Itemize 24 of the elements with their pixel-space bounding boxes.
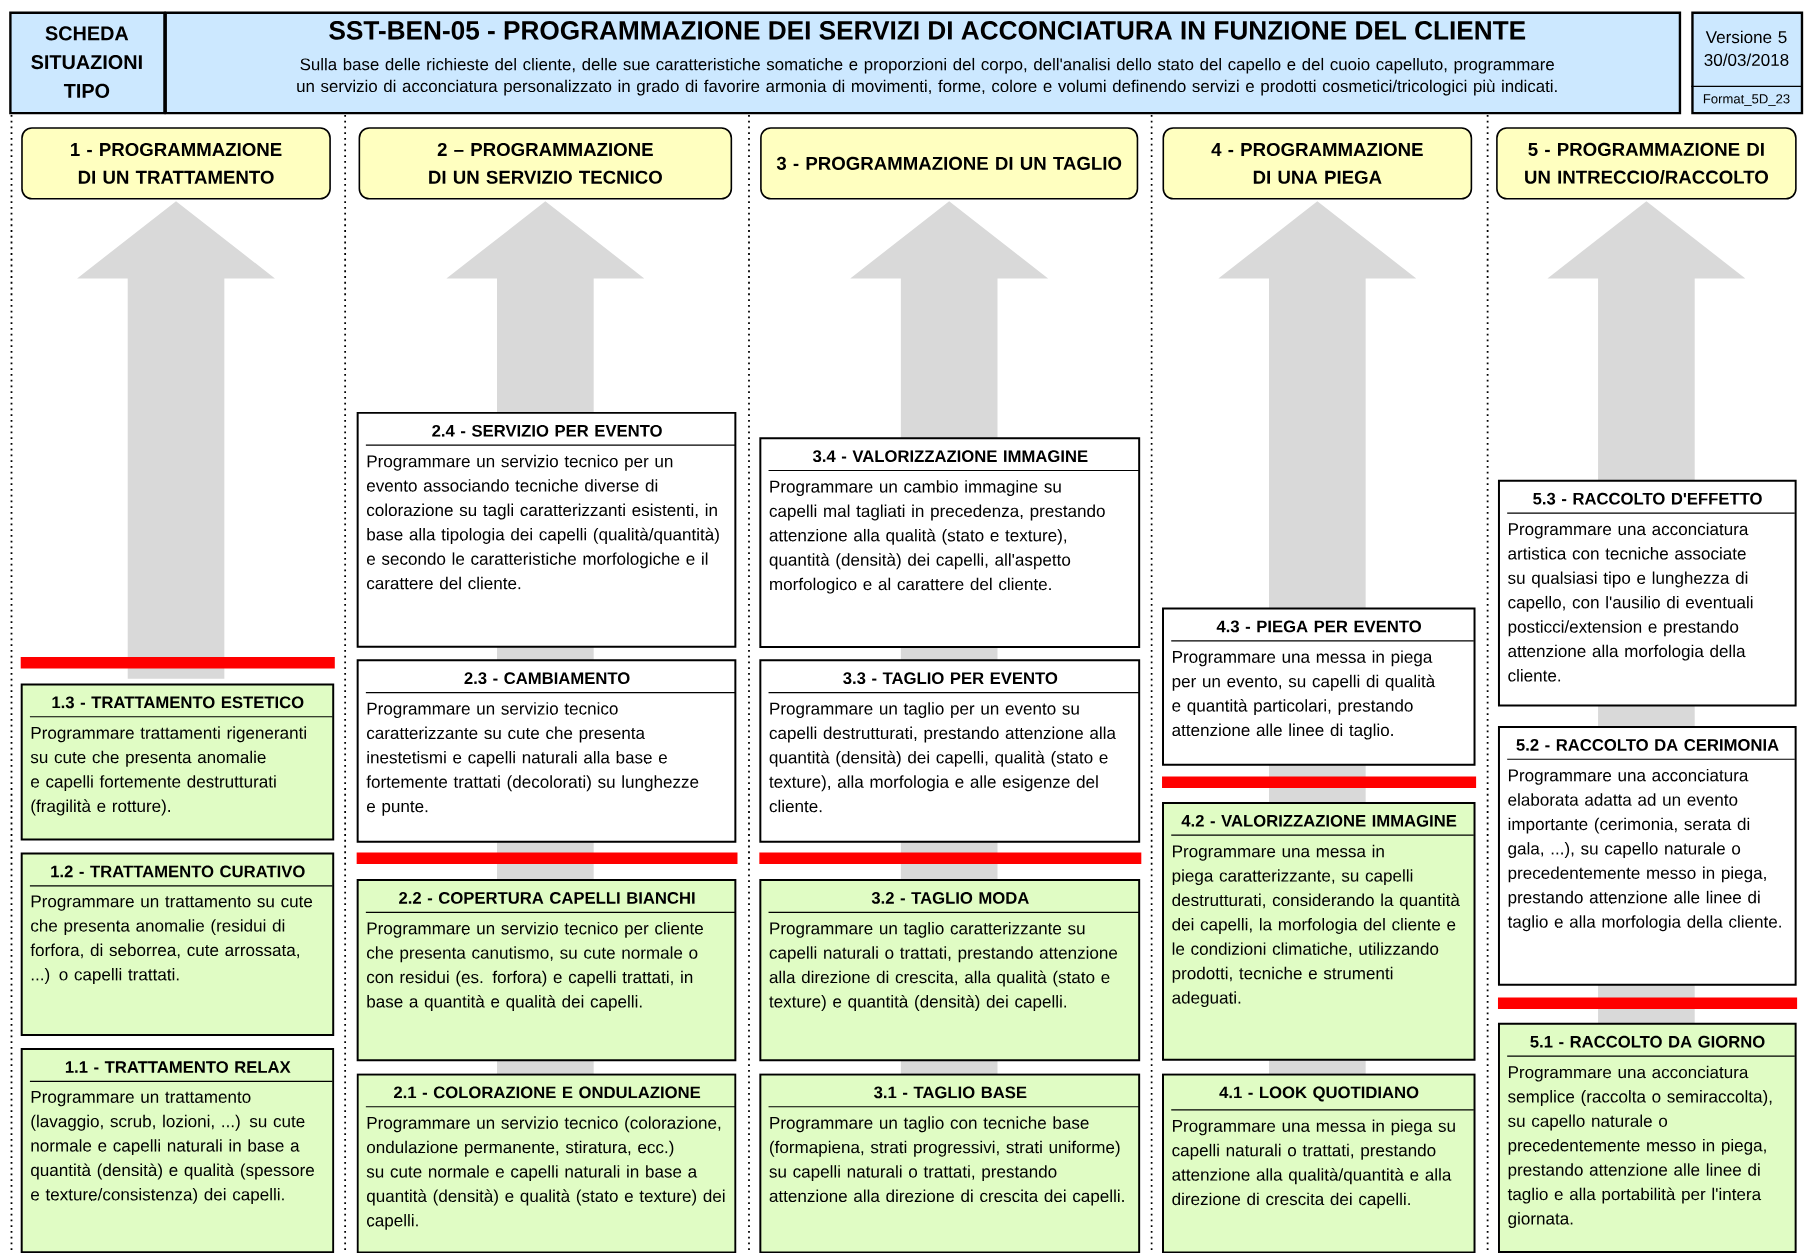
column-header: 1 - PROGRAMMAZIONE DI UN TRATTAMENTO xyxy=(21,127,331,200)
service-card: 1.1 - TRATTAMENTO RELAX Programmare un trattamento (lavaggio, scrub, lozioni, ...) su cute normale e capelli naturali in base a quantità (densità) e qualità (spessore e texture/consistenza) dei capelli. xyxy=(20,1048,335,1253)
column-header: 4 - PROGRAMMAZIONE DI UNA PIEGA xyxy=(1162,127,1473,200)
column-header: 2 – PROGRAMMAZIONE DI UN SERVIZIO TECNICO xyxy=(358,127,733,200)
service-card: 2.2 - COPERTURA CAPELLI BIANCHI Programmare un servizio tecnico per cliente che presenta canutismo, su cute normale o con residui (es. forfora) e capelli trattati, in base a quantità e qualità dei capelli. xyxy=(356,879,737,1062)
service-card: 2.1 - COLORAZIONE E ONDULAZIONE Programmare un servizio tecnico (colorazione, ondulazione permanente, stiratura, ecc.) su cute normale e capelli naturali in base a quantità (densità) e qualità (stato e texture) dei capelli. xyxy=(356,1073,737,1253)
version-box: Versione 5 30/03/2018 Format_5D_23 xyxy=(1690,11,1804,115)
service-card: 2.3 - CAMBIAMENTO Programmare un servizio tecnico caratterizzante su cute che presenta inestetismi e capelli naturali alla base e fortemente trattati (decolorati) su lunghezze e punte. xyxy=(356,659,737,843)
service-card: 3.1 - TAGLIO BASE Programmare un taglio con tecniche base (formapiena, strati progressivi, strati uniforme) su capelli naturali o trattati, prestando attenzione alla direzione di crescita dei capelli. xyxy=(759,1073,1141,1253)
service-card: 3.2 - TAGLIO MODA Programmare un taglio caratterizzante su capelli naturali o trattati, prestando attenzione alla direzione di crescita, alla qualità (stato e texture) e quantità (densità) dei capelli. xyxy=(759,879,1141,1062)
service-card: 3.4 - VALORIZZAZIONE IMMAGINE Programmare un cambio immagine su capelli mal tagliati in precedenza, prestando attenzione alla qualità (stato e texture), quantità (densità) dei capelli, all'aspetto morfologico e al carattere del cliente. xyxy=(759,437,1141,649)
service-card: 5.3 - RACCOLTO D'EFFETTO Programmare una acconciatura artistica con tecniche associate su qualsiasi tipo e lunghezza di capello, con l'ausilio di eventuali posticci/extension e prestando attenzione alla morfologia della cliente. xyxy=(1497,479,1797,707)
service-card: 5.1 - RACCOLTO DA GIORNO Programmare una acconciatura semplice (raccolta o semiraccolta), su capello naturale o precedentemente messo in piega, prestando attenzione alle linee di taglio e alla portabilità per l'intera giornata. xyxy=(1497,1022,1797,1253)
service-card: 1.2 - TRATTAMENTO CURATIVO Programmare un trattamento su cute che presenta anomalie (residui di forfora, di seborrea, cute arrossata, ...) o capelli trattati. xyxy=(20,852,335,1036)
service-card: 1.3 - TRATTAMENTO ESTETICO Programmare trattamenti rigeneranti su cute che presenta anomalie e capelli fortemente destrutturati (fragilità e rotture). xyxy=(20,683,335,841)
service-card: 2.4 - SERVIZIO PER EVENTO Programmare un servizio tecnico per un evento associando tecniche diverse di colorazione su tagli caratterizzanti esistenti, in base alla tipologia dei capelli (qualità/quantità) e secondo le caratteristiche morfologiche e il carattere del cliente. xyxy=(356,411,737,648)
sheet-type-box: SCHEDA SITUAZIONI TIPO xyxy=(9,11,166,115)
service-card: 4.2 - VALORIZZAZIONE IMMAGINE Programmare una messa in piega caratterizzante, su capelli destrutturati, considerando la quantità dei capelli, la morfologia del cliente e le condizioni climatiche, utilizzando prodotti, tecniche e strumenti adeguati. xyxy=(1162,801,1476,1061)
column-header: 3 - PROGRAMMAZIONE DI UN TAGLIO xyxy=(760,127,1139,200)
service-card: 5.2 - RACCOLTO DA CERIMONIA Programmare una acconciatura elaborata adatta ad un evento importante (cerimonia, serata di gala, ...), su capello naturale o precedentemente messo in piega, prestando attenzione alle linee di taglio e alla morfologia della cliente. xyxy=(1497,726,1797,986)
column-header: 5 - PROGRAMMAZIONE DI UN INTRECCIO/RACCOLTO xyxy=(1496,127,1797,200)
service-card: 4.3 - PIEGA PER EVENTO Programmare una messa in piega per un evento, su capelli di qualità e quantità particolari, prestando attenzione alle linee di taglio. xyxy=(1162,607,1476,766)
service-card: 3.3 - TAGLIO PER EVENTO Programmare un taglio per un evento su capelli destrutturati, prestando attenzione alla quantità (densità) dei capelli, qualità (stato e texture), alla morfologia e alle esigenze del cliente. xyxy=(759,659,1141,843)
service-card: 4.1 - LOOK QUOTIDIANO Programmare una messa in piega su capelli naturali o trattati, prestando attenzione alla qualità/quantità e alla direzione di crescita dei capelli. xyxy=(1162,1073,1476,1253)
